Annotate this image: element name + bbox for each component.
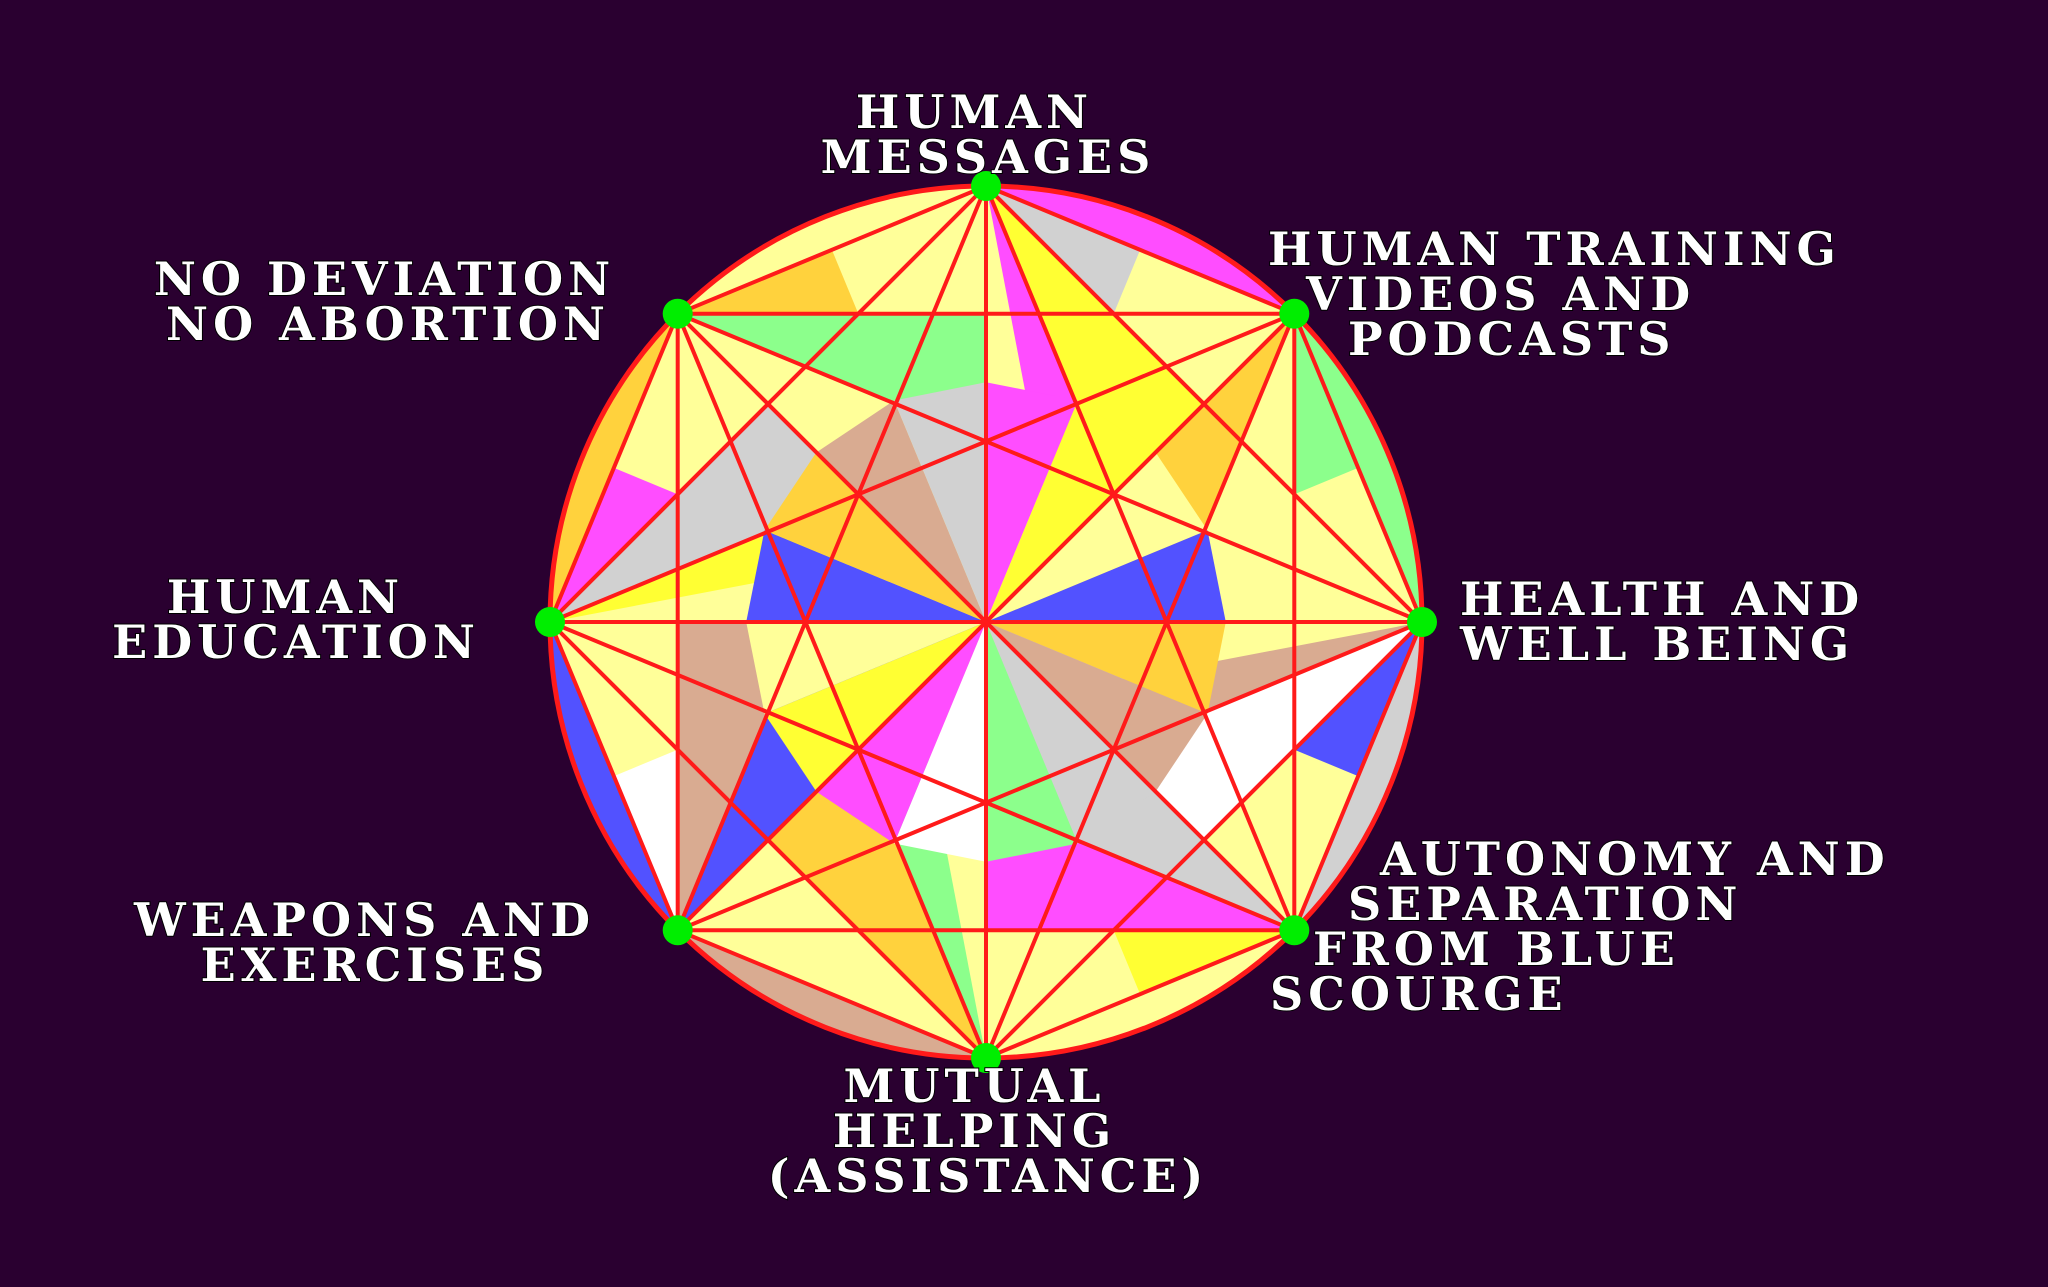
chord-line	[676, 620, 1423, 933]
region-triangle	[768, 731, 986, 1058]
inner-wedge	[986, 452, 1208, 622]
inner-wedge	[986, 530, 1226, 622]
green-dot-icon	[1279, 298, 1310, 329]
inner-wedge	[986, 382, 1078, 622]
inner-wedge	[894, 622, 986, 862]
inner-wedge	[894, 382, 986, 622]
inner-wedge	[986, 622, 1208, 792]
label-autonomy-separation: AUTONOMY AND SEPARATION FROM BLUE SCOURG…	[1270, 832, 1911, 1021]
chord-line	[548, 312, 680, 623]
inner-wedge	[986, 400, 1156, 622]
label-health-wellbeing: HEALTH AND WELL BEING	[1459, 572, 1885, 671]
chord-line	[984, 312, 1297, 1059]
green-dot-icon	[662, 915, 693, 946]
nodes	[535, 171, 1437, 1073]
chord-line	[549, 311, 1296, 624]
chord-line	[676, 928, 987, 1060]
chord-line	[985, 928, 1296, 1060]
green-dot-icon	[971, 171, 1001, 201]
inner-wedge	[986, 622, 1156, 844]
inner-wedge	[764, 622, 986, 792]
region-triangle	[550, 404, 877, 622]
chord-line	[676, 184, 987, 316]
chord-line	[676, 312, 1296, 932]
label-human-messages: HUMAN MESSAGES	[821, 85, 1156, 184]
region-triangle	[1095, 622, 1422, 840]
green-dot-icon	[1407, 607, 1437, 637]
chord-line	[985, 184, 1296, 316]
green-dot-icon	[1279, 915, 1310, 946]
region-triangle	[986, 186, 1204, 513]
chord-line	[984, 185, 1297, 932]
inner-wedge	[986, 622, 1226, 714]
label-weapons-exercises: WEAPONS AND EXERCISES	[133, 893, 616, 992]
label-human-education: HUMAN EDUCATION	[112, 570, 480, 669]
inner-wedge	[986, 622, 1078, 862]
inner-wedge	[816, 622, 986, 844]
chord-line	[676, 311, 1423, 624]
chord-line	[675, 185, 988, 932]
green-dot-icon	[535, 607, 565, 637]
chord-line	[548, 621, 680, 932]
inner-wedge	[746, 530, 986, 622]
chord-line	[1292, 312, 1424, 623]
inner-wedge	[746, 622, 986, 714]
green-dot-icon	[662, 298, 693, 329]
label-mutual-helping: MUTUAL HELPING (ASSISTANCE)	[768, 1059, 1209, 1203]
inner-wedge	[764, 452, 986, 622]
inner-wedge	[816, 400, 986, 622]
green-dot-icon	[971, 1043, 1001, 1073]
label-no-deviation: NO DEVIATION NO ABORTION	[154, 252, 636, 351]
label-human-training: HUMAN TRAINING VIDEOS AND PODCASTS	[1268, 222, 1862, 366]
chord-line	[675, 312, 988, 1059]
chord-line	[1292, 621, 1424, 932]
chord-line	[549, 620, 1296, 933]
connection-lines	[548, 184, 1424, 1060]
chord-line	[548, 620, 988, 1060]
